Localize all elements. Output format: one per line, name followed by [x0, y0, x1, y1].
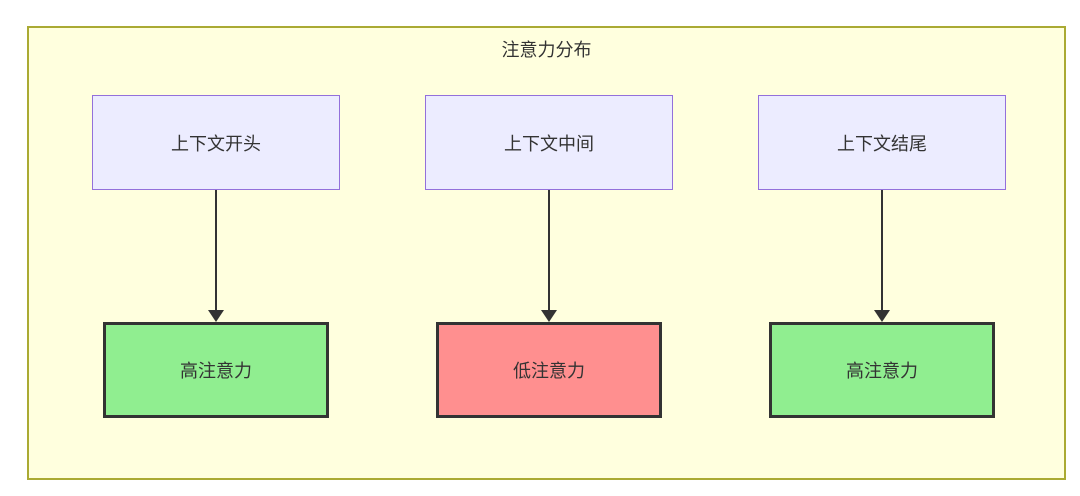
down-arrow	[208, 190, 224, 322]
node-low-attention-middle: 低注意力	[436, 322, 662, 418]
down-arrow	[541, 190, 557, 322]
node-context-middle: 上下文中间	[425, 95, 673, 190]
flow-column-context-start: 上下文开头 高注意力	[92, 95, 340, 418]
arrow-head-icon	[208, 310, 224, 322]
flow-column-context-middle: 上下文中间 低注意力	[425, 95, 673, 418]
node-high-attention-right: 高注意力	[769, 322, 995, 418]
flow-column-context-end: 上下文结尾 高注意力	[758, 95, 1006, 418]
arrow-shaft	[548, 190, 550, 310]
node-context-start: 上下文开头	[92, 95, 340, 190]
arrow-head-icon	[874, 310, 890, 322]
arrow-head-icon	[541, 310, 557, 322]
node-context-end: 上下文结尾	[758, 95, 1006, 190]
node-high-attention-left: 高注意力	[103, 322, 329, 418]
arrow-shaft	[881, 190, 883, 310]
arrow-shaft	[215, 190, 217, 310]
diagram-title: 注意力分布	[501, 40, 592, 60]
attention-distribution-container: 注意力分布 上下文开头 高注意力 上下文中间 低注意力 上下文结尾	[27, 26, 1066, 480]
down-arrow	[874, 190, 890, 322]
